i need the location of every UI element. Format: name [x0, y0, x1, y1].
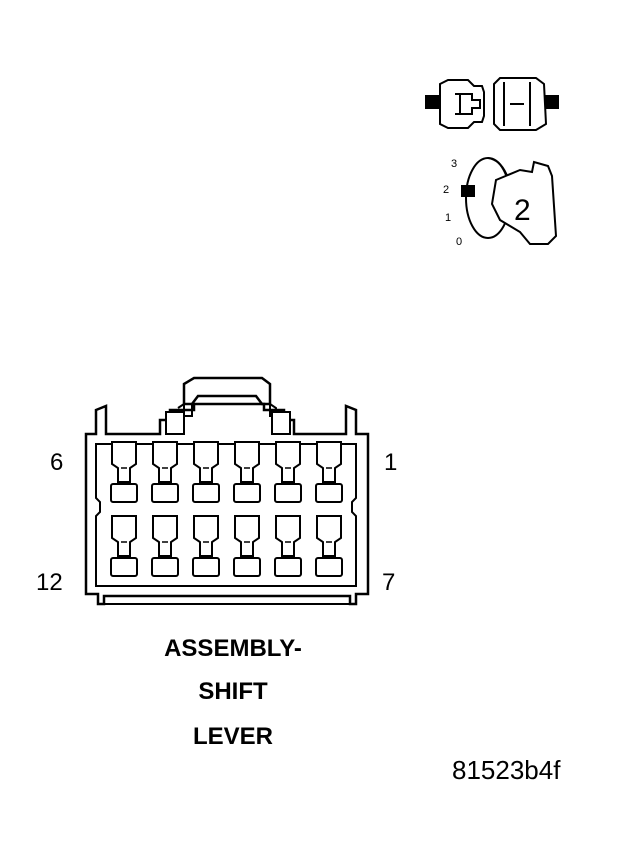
connector-halves-icon: [425, 77, 559, 131]
caption-line-1: ASSEMBLY-: [164, 635, 302, 662]
pin-cavity: [152, 441, 178, 483]
key-number: 2: [514, 194, 531, 227]
pin-terminal: [110, 557, 138, 577]
pin-cavity: [275, 515, 301, 557]
pin-terminal: [110, 483, 138, 503]
caption-line-2: SHIFT: [198, 678, 268, 705]
pin-label-12: 12: [36, 569, 63, 596]
pin-cavity: [193, 515, 219, 557]
pin-terminal: [192, 483, 220, 503]
pin-label-6: 6: [50, 449, 63, 476]
pin-cavity: [193, 441, 219, 483]
pin-cavity: [111, 515, 137, 557]
key-position-2: 2: [443, 184, 449, 196]
key-position-1: 1: [445, 212, 451, 224]
pin-terminal: [233, 557, 261, 577]
pin-terminal: [192, 557, 220, 577]
key-position-3: 3: [451, 158, 457, 170]
caption-line-3: LEVER: [193, 723, 273, 750]
pin-cavity: [152, 515, 178, 557]
pin-terminal: [151, 557, 179, 577]
pin-cavity: [275, 441, 301, 483]
pin-label-1: 1: [384, 449, 397, 476]
pin-cavity: [234, 515, 260, 557]
pin-cavity: [111, 441, 137, 483]
pin-terminal: [233, 483, 261, 503]
figure-code: 81523b4f: [452, 755, 561, 785]
pin-cavity: [316, 515, 342, 557]
pin-terminal: [151, 483, 179, 503]
keying-position-icon: 3 2 1 0 2: [443, 157, 558, 248]
pin-terminal: [274, 557, 302, 577]
pin-cavities: [110, 441, 343, 577]
pin-cavity: [234, 441, 260, 483]
pin-terminal: [274, 483, 302, 503]
pin-terminal: [315, 557, 343, 577]
key-position-0: 0: [456, 236, 462, 248]
pin-cavity: [316, 441, 342, 483]
connector-body: [84, 376, 370, 606]
pin-terminal: [315, 483, 343, 503]
pin-label-7: 7: [382, 569, 395, 596]
